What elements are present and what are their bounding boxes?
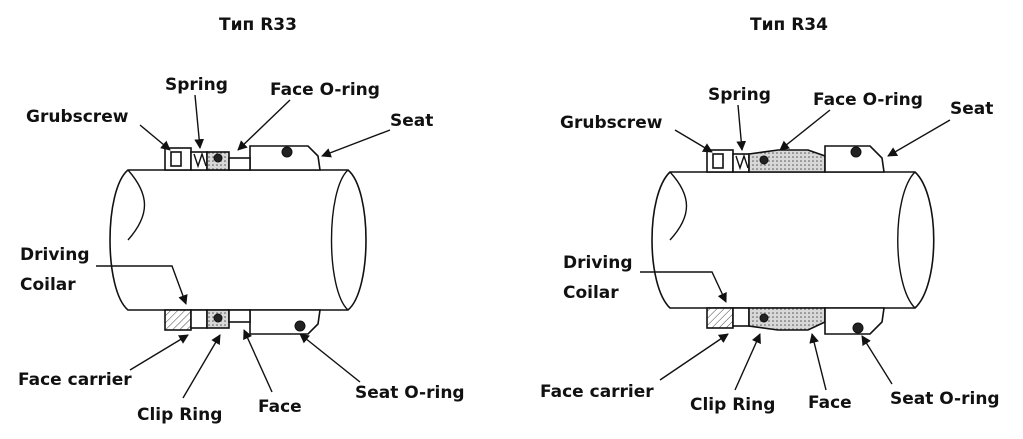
- r33-shaft-end: [330, 169, 349, 311]
- r34-seat-oring-top: [850, 146, 862, 158]
- r33-bottom-seal: [164, 309, 321, 335]
- r33-carrier: [228, 157, 251, 171]
- r33-shaft: [109, 169, 367, 311]
- diagram-r34-title: Тип R34: [750, 15, 828, 35]
- r34-label-spring: Spring: [708, 85, 771, 105]
- r33-seat-bottom: [249, 309, 321, 335]
- r33-seat-oring: [294, 320, 306, 332]
- r33-label-seat: Seat: [390, 111, 433, 131]
- r34-leader-seat-oring: [861, 335, 893, 385]
- r34-label-face-oring: Face O-ring: [813, 90, 923, 110]
- r33-label-face-oring: Face O-ring: [270, 80, 380, 100]
- r34-leader-face-oring: [779, 109, 831, 151]
- r33-leader-face-oring: [237, 99, 291, 151]
- diagram-r33-title: Тип R33: [219, 15, 297, 35]
- r34-label-seat: Seat: [950, 99, 993, 119]
- r34-bottom-seal: [706, 307, 885, 335]
- r33-label-face: Face: [258, 397, 302, 417]
- r34-shaft-end: [897, 171, 916, 309]
- r33-leader-face-carrier: [129, 334, 189, 371]
- r34-face-carrier: [706, 307, 734, 329]
- r34-clip-ring-housing: [732, 307, 750, 327]
- r34-leader-spring: [736, 104, 747, 151]
- r33-leader-seat-oring: [299, 333, 361, 383]
- r33-label-face-carrier: Face carrier: [18, 370, 132, 390]
- r34-leader-clip-ring: [734, 333, 761, 391]
- r33-face-oring-bottom: [213, 313, 223, 323]
- r33-leader-grubscrew: [139, 124, 171, 151]
- r33-face-oring: [213, 153, 223, 163]
- diagram-r34: Тип R34 Spring Face O-ring Grub: [540, 15, 1000, 415]
- r33-leader-face: [243, 329, 273, 393]
- r33-leader-spring: [194, 94, 205, 149]
- r34-label-seat-oring: Seat O-ring: [890, 389, 1000, 409]
- r34-shaft: [651, 171, 935, 309]
- r33-label-clip-ring: Clip Ring: [137, 405, 222, 425]
- r34-grubscrew: [712, 153, 724, 169]
- r34-face-oring: [759, 155, 769, 165]
- r33-shaft-break: [127, 169, 146, 241]
- r34-label-coilar: Coilar: [563, 283, 619, 303]
- r33-seat-oring-top: [281, 146, 293, 158]
- r33-clip-ring-housing: [190, 309, 208, 329]
- diagram-r33: Тип R33 Spring Face O: [18, 15, 465, 425]
- r34-spring: [735, 153, 749, 171]
- r33-label-driving: Driving: [20, 245, 90, 265]
- r33-carrier-bottom: [228, 309, 251, 323]
- r33-leader-seat: [321, 129, 391, 158]
- r34-leader-face: [809, 333, 827, 391]
- r34-seat-oring: [852, 322, 864, 334]
- r33-top-seal: [164, 145, 321, 171]
- r34-shaft-break: [669, 171, 688, 241]
- r34-leader-seat: [887, 119, 951, 157]
- r33-leader-driving-collar: [96, 265, 188, 305]
- r33-label-spring: Spring: [165, 75, 228, 95]
- r33-label-seat-oring: Seat O-ring: [355, 383, 465, 403]
- r33-label-grubscrew: Grubscrew: [26, 107, 129, 127]
- r34-top-seal: [706, 145, 885, 173]
- r34-label-driving: Driving: [563, 253, 633, 273]
- r34-label-clip-ring: Clip Ring: [690, 395, 775, 415]
- r33-leader-clip-ring: [182, 334, 221, 399]
- r33-face-carrier: [164, 309, 192, 331]
- r34-leader-face-carrier: [659, 333, 729, 381]
- r33-label-coilar: Coilar: [20, 275, 76, 295]
- r33-grubscrew: [170, 151, 182, 167]
- r34-label-face-carrier: Face carrier: [540, 382, 654, 402]
- r34-label-grubscrew: Grubscrew: [560, 113, 663, 133]
- r33-spring: [193, 151, 207, 169]
- r34-leader-grubscrew: [674, 129, 713, 153]
- r34-face-oring-bottom: [759, 313, 769, 323]
- r34-seat: [824, 145, 885, 173]
- r34-seat-bottom: [824, 307, 885, 335]
- r34-label-face: Face: [808, 393, 852, 413]
- r34-leader-driving-collar: [640, 271, 727, 303]
